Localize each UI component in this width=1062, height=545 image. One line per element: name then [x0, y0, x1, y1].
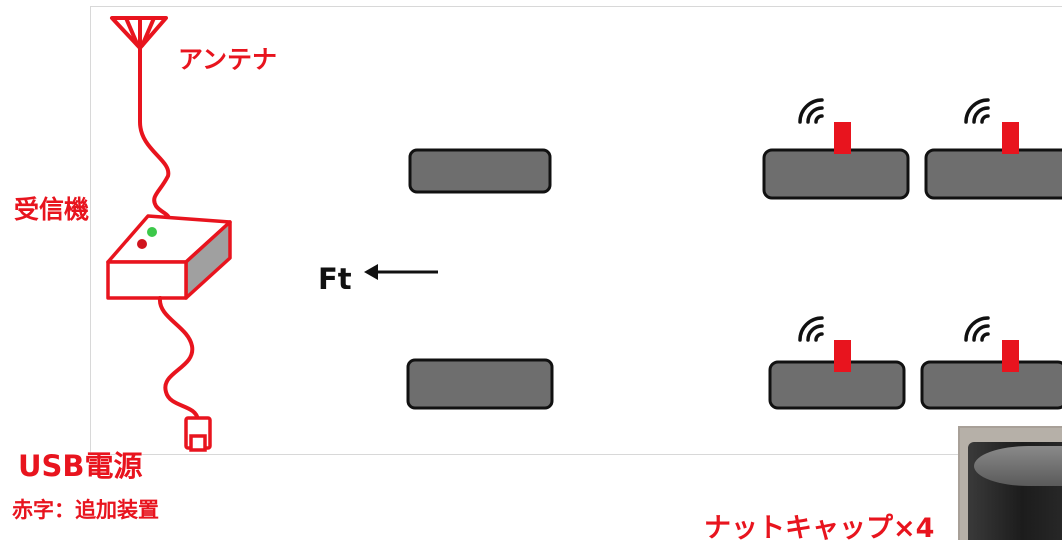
- wifi-signal-icon: [964, 316, 990, 342]
- wheel-rear-left-inner: [924, 148, 1062, 200]
- nut-cap-photo: [958, 426, 1062, 540]
- wheel-front-left: [408, 148, 552, 194]
- usb-cable: [157, 296, 200, 422]
- arrow-left-icon: [364, 264, 438, 280]
- antenna-label: アンテナ: [178, 45, 278, 74]
- wheel-rear-right-inner: [920, 360, 1062, 410]
- usb-power-label: USB電源: [18, 449, 143, 483]
- nut-cap-rim: [974, 446, 1062, 486]
- wifi-signal-icon: [798, 316, 824, 342]
- wheel-front-right: [406, 358, 554, 410]
- antenna-icon: [110, 16, 168, 50]
- wifi-signal-icon: [798, 98, 824, 124]
- wheel-rear-left-outer: [762, 148, 910, 200]
- antenna-cable: [138, 46, 172, 226]
- receiver-label: 受信機: [14, 195, 90, 224]
- sensor-cap-3: [834, 340, 851, 372]
- receiver-box-icon: [106, 214, 232, 300]
- usb-plug-icon: [184, 416, 212, 452]
- legend-note: 赤字：追加装置: [12, 498, 159, 522]
- front-direction-label: Ft: [318, 262, 352, 296]
- nut-cap-label: ナットキャップ×4: [704, 513, 935, 544]
- sensor-cap-1: [834, 122, 851, 154]
- sensor-cap-2: [1002, 122, 1019, 154]
- wifi-signal-icon: [964, 98, 990, 124]
- sensor-cap-4: [1002, 340, 1019, 372]
